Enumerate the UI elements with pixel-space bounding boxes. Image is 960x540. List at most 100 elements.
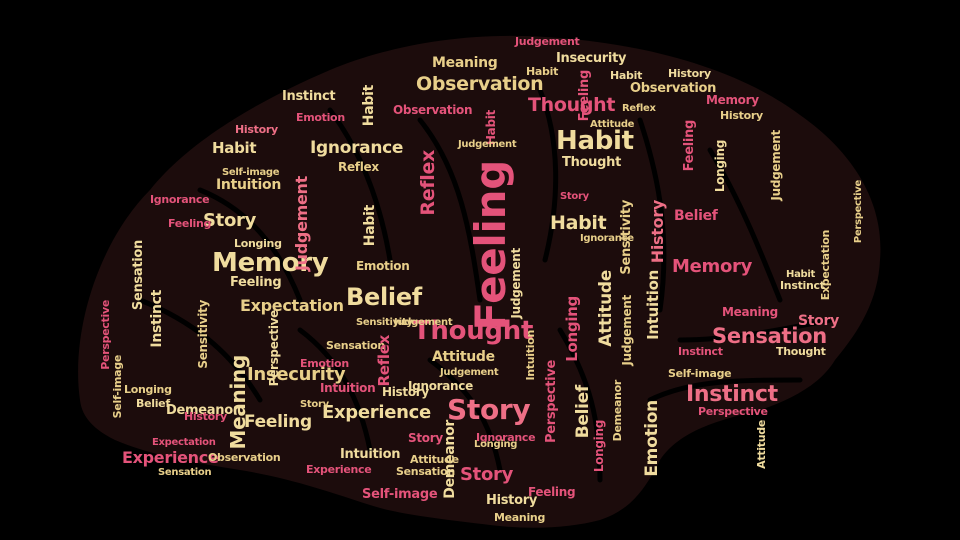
word-feeling-4: Feeling [528,485,576,499]
fold-line [647,377,803,403]
fold-line [637,117,667,313]
word-memory-2: Memory [672,256,753,277]
word-attitude-3: Attitude [755,420,768,469]
word-history-2: History [235,123,278,136]
word-attitude-5: Attitude [410,453,459,466]
word-intuition-3: Intuition [340,447,401,462]
word-emotion-3: Emotion [300,357,349,370]
word-meaning-3: Meaning [494,511,546,524]
word-emotion-2: Emotion [356,259,410,273]
word-ignorance: Ignorance [310,138,404,158]
word-self-image-3: Self-image [222,167,280,178]
fold-line [197,187,303,303]
word-thought-3: Thought [562,155,621,170]
word-story-7: Story [300,399,329,410]
word-experience-3: Experience [306,463,372,476]
fold-line [427,357,503,473]
word-self-image: Self-image [362,487,438,502]
word-intuition: Intuition [644,270,662,340]
word-feeling-3: Feeling [230,275,282,290]
word-feeling-7: Feeling [682,120,697,172]
word-feeling-2: Feeling [244,412,312,432]
word-feeling: Feeling [466,160,515,331]
fold-line [537,87,559,263]
word-judgement-8: Judgement [458,139,517,150]
word-reflex-3: Reflex [375,335,393,387]
word-longing: Longing [563,296,581,362]
word-judgement-4: Judgement [440,367,499,378]
word-longing-5: Longing [592,420,606,473]
word-history: History [648,200,667,264]
word-emotion: Emotion [642,400,662,477]
word-story-6: Story [560,191,589,202]
word-experience-2: Experience [122,448,219,467]
word-ignorance-3: Ignorance [476,431,536,444]
word-longing-4: Longing [713,140,727,193]
word-attitude-2: Attitude [432,349,495,365]
word-attitude-4: Attitude [590,119,635,130]
word-thought-2: Thought [528,94,616,116]
word-habit-6: Habit [361,85,377,127]
word-belief-3: Belief [674,208,718,224]
word-sensation-2: Sensation [396,465,455,478]
word-meaning-4: Meaning [722,305,778,319]
word-longing-2: Longing [124,383,172,396]
fold-line [557,327,603,483]
word-intuition-4: Intuition [320,381,376,395]
word-story: Story [447,393,531,426]
word-judgement-6: Judgement [769,130,783,201]
word-instinct-4: Instinct [149,290,165,348]
word-history-3: History [486,493,538,508]
word-emotion-4: Emotion [296,111,345,124]
word-memory-3: Memory [706,93,759,107]
word-thought: Thought [413,316,534,346]
word-habit-3: Habit [212,139,257,157]
word-experience: Experience [322,402,431,423]
word-longing-6: Longing [474,439,518,450]
word-belief-2: Belief [573,385,593,439]
word-perspective-5: Perspective [853,180,864,244]
word-judgement-2: Judgement [515,35,580,48]
word-demeanor: Demeanor [166,403,239,418]
word-insecurity: Insecurity [247,364,346,385]
word-habit-9: Habit [786,269,815,280]
word-history-7: History [720,109,763,122]
word-expectation: Expectation [240,296,344,315]
word-feeling-6: Feeling [577,70,592,122]
word-ignorance-4: Ignorance [150,193,210,206]
word-perspective-2: Perspective [544,360,559,443]
fold-line [137,297,263,403]
word-instinct: Instinct [686,382,778,407]
word-story-2: Story [203,210,257,231]
fold-line [417,117,483,303]
word-sensation-3: Sensation [326,339,385,352]
word-habit-4: Habit [610,69,643,82]
word-memory: Memory [212,248,329,278]
word-perspective: Perspective [698,405,768,418]
fold-line [707,147,783,303]
word-reflex-4: Reflex [622,103,656,114]
word-observation-3: Observation [393,103,473,117]
brain-folds [137,87,833,483]
word-story-3: Story [460,464,514,485]
word-sensation-5: Sensation [158,467,212,478]
word-observation-4: Observation [208,451,281,464]
word-habit: Habit [556,126,634,156]
word-self-image-4: Self-image [111,355,124,419]
word-feeling-5: Feeling [168,217,212,230]
word-insecurity-2: Insecurity [556,51,627,66]
word-belief: Belief [346,283,422,311]
word-story-4: Story [798,313,839,329]
word-story-5: Story [408,431,443,445]
word-observation-2: Observation [630,81,717,96]
word-reflex-2: Reflex [338,160,379,174]
word-judgement-3: Judgement [394,317,453,328]
word-instinct-5: Instinct [780,279,825,292]
word-instinct-3: Instinct [678,345,723,358]
word-sensation: Sensation [712,324,827,348]
word-history-6: History [382,385,429,399]
word-perspective-4: Perspective [99,300,112,370]
word-intuition-2: Intuition [216,177,282,193]
word-belief-4: Belief [136,397,170,410]
